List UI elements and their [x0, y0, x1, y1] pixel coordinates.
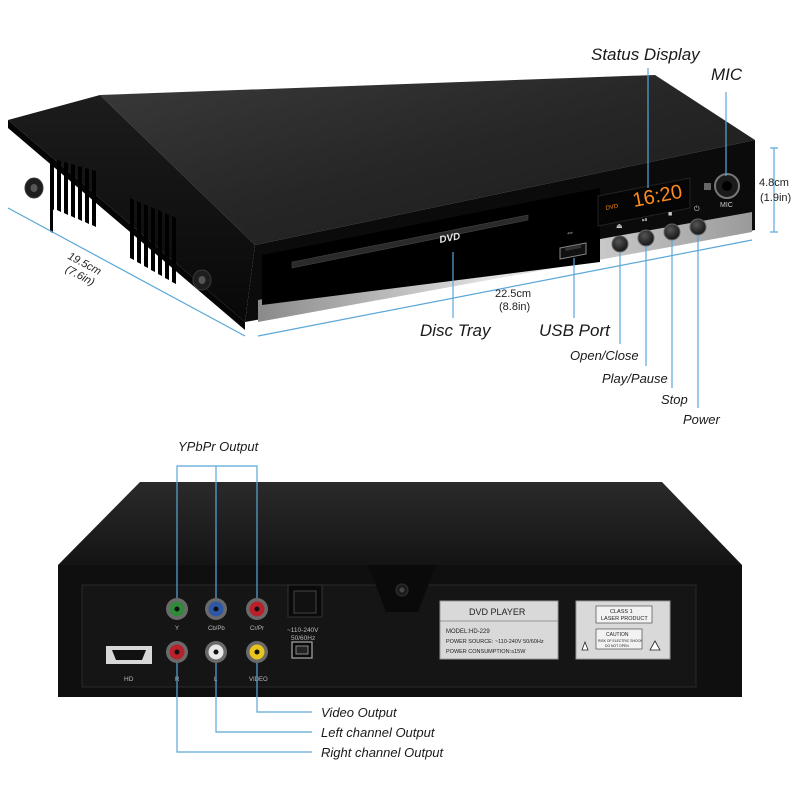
- hdmi-port[interactable]: [106, 646, 152, 664]
- plate-model: MODEL:HD-229: [446, 629, 490, 635]
- front-view-player: DVD DVD 16:20 ⇔ ⏏ ⏯ ■: [8, 75, 755, 330]
- play-pause-label: Play/Pause: [602, 371, 668, 386]
- height-in: (1.9in): [760, 192, 792, 204]
- back-top-surface: [58, 482, 742, 565]
- video-output-label: Video Output: [321, 705, 397, 720]
- open-close-button[interactable]: [611, 235, 629, 253]
- plate-consumption: POWER CONSUMPTION:≤15W: [446, 649, 526, 655]
- status-display-label: Status Display: [591, 45, 700, 64]
- class-line2: LASER PRODUCT: [601, 616, 648, 622]
- plate-power-source: POWER SOURCE: ~110-240V 50/60Hz: [446, 639, 544, 645]
- caution-title: CAUTION: [606, 632, 629, 638]
- jack-l[interactable]: [205, 641, 227, 663]
- eject-icon: ⏏: [616, 223, 623, 230]
- disc-tray-label: Disc Tray: [420, 321, 491, 340]
- usb-symbol-icon: ⇔: [564, 226, 575, 238]
- caution-line2: DO NOT OPEN: [605, 644, 629, 648]
- back-leader-lines: [176, 465, 312, 753]
- jack-video-label: VIDEO: [249, 677, 268, 683]
- mic-label: MIC: [711, 65, 743, 84]
- front-dvd-logo: DVD: [438, 231, 461, 246]
- left-channel-output-label: Left channel Output: [321, 725, 435, 740]
- caution-line1: RISK OF ELECTRIC SHOCK: [598, 639, 643, 643]
- warning-triangle-right-icon: [649, 640, 661, 651]
- front-leader-lines: [452, 68, 727, 408]
- power-spec-line1: ~110-240V: [287, 627, 319, 634]
- stop-button[interactable]: [663, 223, 681, 241]
- usb-port-label: USB Port: [539, 321, 610, 340]
- power-icon: ⏻: [694, 205, 700, 213]
- play-pause-icon: ⏯: [642, 217, 648, 224]
- dimension-lines: [7, 147, 778, 337]
- back-view-player: ~110-240V 50/60Hz HD Y Cb/Pb: [58, 482, 742, 697]
- rating-plate: DVD PLAYER MODEL:HD-229 POWER SOURCE: ~1…: [439, 600, 559, 660]
- jack-cb[interactable]: [205, 598, 227, 620]
- caution-label: CLASS 1 LASER PRODUCT CAUTION RISK OF EL…: [575, 600, 671, 660]
- player-top-surface: [100, 75, 755, 245]
- power-label: Power: [683, 412, 720, 427]
- hd-label: HD: [124, 676, 134, 683]
- play-pause-button[interactable]: [637, 229, 655, 247]
- usb-port[interactable]: [559, 242, 587, 260]
- mic-jack[interactable]: [714, 173, 740, 199]
- jack-cb-label: Cb/Pb: [208, 626, 225, 632]
- stop-icon: ■: [668, 211, 672, 218]
- stop-label: Stop: [661, 392, 688, 407]
- jack-y-label: Y: [175, 626, 179, 632]
- right-channel-output-label: Right channel Output: [321, 745, 444, 760]
- plate-title: DVD PLAYER: [469, 607, 526, 617]
- power-spec-line2: 50/60Hz: [291, 635, 315, 642]
- status-display: [597, 177, 691, 227]
- width-cm: 22.5cm: [495, 288, 532, 300]
- mic-jack-label: MIC: [720, 202, 733, 209]
- open-close-label: Open/Close: [570, 348, 639, 363]
- power-socket[interactable]: [291, 641, 313, 659]
- jack-cr[interactable]: [246, 598, 268, 620]
- disc-slot: [291, 214, 529, 269]
- power-button[interactable]: [689, 218, 707, 236]
- front-buttons: ⏏ ⏯ ■ ⏻: [611, 205, 707, 253]
- width-in: (8.8in): [499, 301, 531, 313]
- display-small-text: DVD: [605, 204, 619, 212]
- warning-triangle-left-icon: [581, 640, 589, 651]
- jack-cr-label: Cr/Pr: [250, 626, 264, 632]
- class-line1: CLASS 1: [610, 609, 633, 615]
- ypbpr-output-label: YPbPr Output: [178, 439, 259, 454]
- jack-r[interactable]: [166, 641, 188, 663]
- height-cm: 4.8cm: [759, 177, 789, 189]
- jack-y[interactable]: [166, 598, 188, 620]
- jack-video[interactable]: [246, 641, 268, 663]
